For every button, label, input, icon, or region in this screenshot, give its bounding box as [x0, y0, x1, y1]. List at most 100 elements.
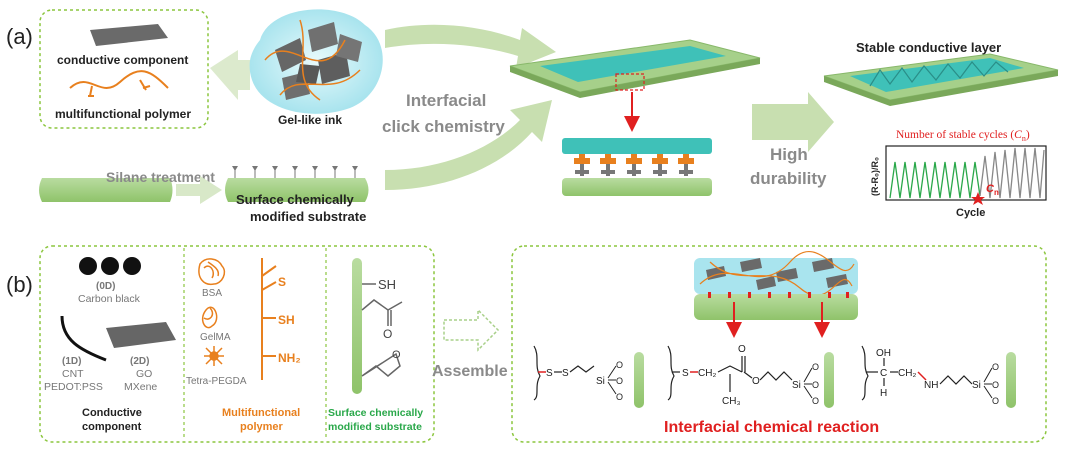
panel-b-label: (b): [6, 272, 33, 297]
gelma-label: GelMA: [200, 332, 231, 343]
thioether-ch2: CH₂: [698, 368, 716, 379]
substrate-sh: SH: [378, 277, 396, 292]
epoxide-structure: [361, 352, 401, 377]
tetra-pegda-label: Tetra-PEGDA: [186, 376, 247, 387]
substrate-title-line2: modified substrate: [328, 421, 422, 433]
carbon-black-dot-3: [123, 257, 141, 275]
silane-treatment-label: Silane treatment: [106, 169, 215, 185]
gel-to-device-arrow: [385, 24, 556, 68]
cross-section-substrate: [562, 178, 712, 196]
thioether-o3: O: [812, 396, 819, 406]
group-s: S: [278, 275, 286, 289]
device-conductive-layer: [540, 46, 726, 82]
disulfide-o3: O: [616, 392, 623, 402]
disulfide-s1: S: [546, 368, 553, 379]
amino-nh: NH: [924, 380, 938, 391]
carbon-black-label: Carbon black: [78, 293, 141, 305]
interface-bonds: [708, 292, 849, 298]
panel-a-label: (a): [6, 24, 33, 49]
reaction-box: [511, 245, 1047, 443]
thioether-o1: O: [812, 362, 819, 372]
graph-title-sub: n: [1022, 134, 1026, 143]
click-chemistry-line2: click chemistry: [382, 117, 505, 136]
group-sh: SH: [278, 313, 295, 327]
poly-title-line2: polymer: [240, 421, 284, 433]
amino-o1: O: [992, 362, 999, 372]
graph-ylabel: (R-R₀)/R₀: [870, 157, 880, 196]
cn-star-marker: [971, 192, 985, 205]
gel-ink-label: Gel-like ink: [278, 113, 342, 127]
reaction-title: Interfacial chemical reaction: [664, 419, 879, 436]
graph-title-var: C: [1014, 129, 1022, 141]
sheet-2d-icon: [106, 322, 176, 348]
durability-arrow: [752, 92, 834, 152]
silane-arrow: [176, 176, 222, 204]
tetra-pegda-icon: [204, 346, 224, 366]
inset-to-gel-arrow: [210, 50, 250, 100]
amino-oh: OH: [876, 348, 891, 359]
mxene-label: MXene: [124, 381, 157, 393]
thioether-carbonyl-o: O: [738, 344, 746, 355]
structure-thioether: S CH₂ CH₃ O O Si O O O: [667, 344, 834, 408]
assemble-arrow: [443, 308, 500, 352]
carbon-black-dot-2: [101, 257, 119, 275]
conductive-component-label: conductive component: [57, 53, 188, 67]
thioether-o2: O: [812, 380, 819, 390]
amino-o3: O: [992, 396, 999, 406]
poly-title-line1: Multifunctional: [222, 407, 300, 419]
thioether-s: S: [682, 368, 689, 379]
conductive-sheet-icon: [90, 24, 168, 46]
bsa-label: BSA: [202, 288, 222, 299]
go-label: GO: [136, 368, 152, 380]
cn-marker-var: C: [986, 183, 995, 195]
polymer-ring-s: [261, 265, 277, 291]
modified-substrate-line1: Surface chemically: [236, 192, 355, 207]
components-inset: [39, 9, 209, 129]
bsa-icon: [198, 258, 226, 286]
cn-marker-label: Cn: [986, 183, 999, 197]
pedot-label: PEDOT:PSS: [44, 381, 103, 393]
cnt-label: CNT: [62, 368, 84, 380]
substrate-epoxide-o: O: [392, 349, 401, 361]
substrate-title-line1: Surface chemically: [328, 407, 423, 419]
cnt-fiber-icon: [60, 315, 107, 362]
high-durability-line1: High: [770, 145, 808, 164]
gel-polymer-strands: [264, 19, 361, 101]
stable-cycles-trace: [889, 161, 981, 199]
cross-section-conductive: [562, 138, 712, 154]
substrate-carbonyl-o: O: [383, 327, 392, 341]
dim-1d: (1D): [62, 356, 81, 367]
amino-o2: O: [992, 380, 999, 390]
carbon-black-dot-1: [79, 257, 97, 275]
silane-groups: [232, 166, 358, 178]
substrate-slab: [352, 258, 362, 394]
amino-si: Si: [972, 380, 981, 391]
graph-title: Number of stable cycles (Cn): [896, 129, 1030, 143]
stable-device-layer: [850, 58, 1024, 92]
graph-title-suffix: ): [1026, 129, 1030, 141]
thioether-ester-o: O: [752, 376, 760, 387]
zoom-box: [615, 73, 645, 91]
amino-h: H: [880, 388, 887, 399]
click-chemistry-line1: Interfacial: [406, 91, 486, 110]
disulfide-o1: O: [616, 360, 623, 370]
disulfide-s2: S: [562, 368, 569, 379]
polymer-branch-1: [88, 79, 151, 97]
modified-substrate-line2: modified substrate: [250, 209, 366, 224]
graph-title-prefix: Number of stable cycles (: [896, 129, 1014, 141]
substrate-to-device-arrow: [385, 100, 552, 190]
conductive-title-line1: Conductive: [82, 407, 142, 419]
polymer-chain-icon: [69, 70, 169, 89]
high-durability-line2: durability: [750, 169, 827, 188]
thioether-si: Si: [792, 380, 801, 391]
gelma-icon: [201, 306, 218, 329]
stable-layer-label: Stable conductive layer: [856, 40, 1001, 55]
amino-ch2: CH₂: [898, 368, 916, 379]
gel-ink-blob: [249, 9, 383, 114]
stable-layer-cracks: [869, 61, 1009, 87]
assembled-substrate: [694, 294, 858, 320]
conductive-title-line2: component: [82, 421, 142, 433]
group-nh2: NH₂: [278, 351, 301, 365]
